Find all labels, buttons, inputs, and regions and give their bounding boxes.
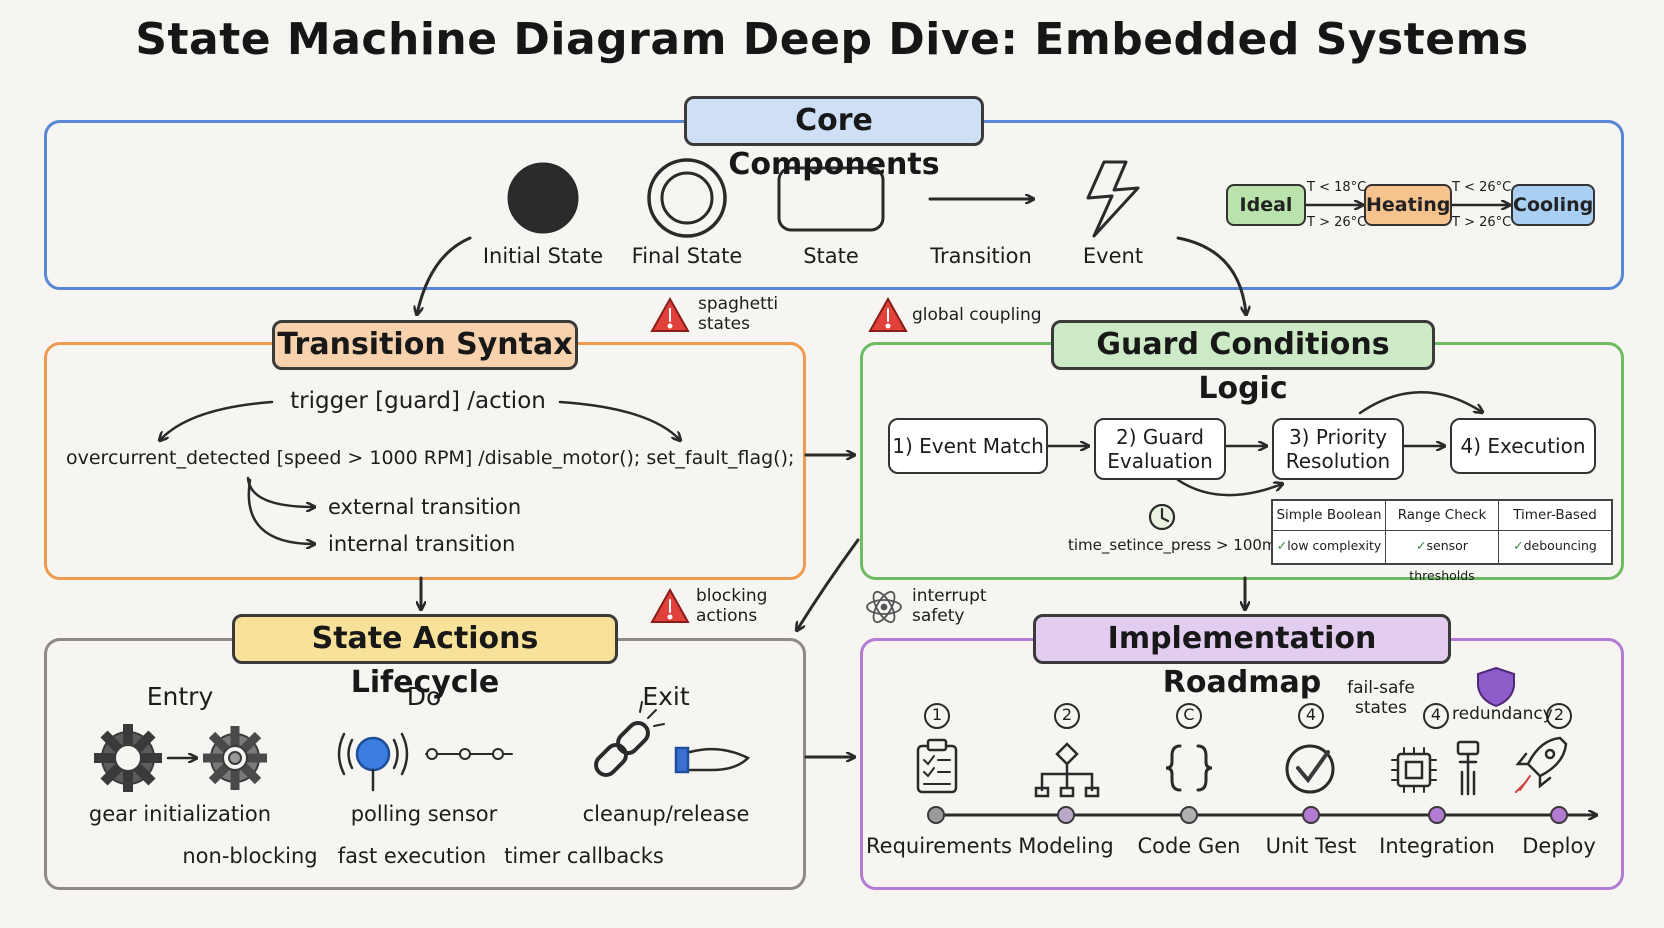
guard-step-execution: 4) Execution — [1450, 418, 1596, 474]
badge-requirements: 1 — [931, 705, 943, 724]
guard-step-event-match: 1) Event Match — [888, 418, 1048, 474]
sensor-icon — [337, 732, 409, 792]
broken-chain-icon — [594, 701, 665, 777]
gear-icon-right — [203, 726, 267, 790]
stage-requirements: Requirements — [866, 834, 1012, 858]
stage-unit-test: Unit Test — [1265, 834, 1357, 858]
transition-label: Transition — [930, 244, 1032, 268]
badge-unit-test: 4 — [1305, 705, 1317, 724]
entry-heading: Entry — [146, 682, 214, 711]
blocking-warning-label: blocking actions — [696, 586, 768, 626]
timeline-nodes — [927, 806, 1568, 824]
internal-transition-label: internal transition — [328, 532, 516, 556]
note-timer-callbacks: timer callbacks — [504, 844, 664, 868]
badge-deploy: 2 — [1553, 705, 1565, 724]
guard-step-priority: 3) Priority Resolution — [1272, 418, 1404, 480]
guard-label-3: T < 26°C — [1452, 180, 1512, 195]
entry-caption: gear initialization — [88, 802, 272, 826]
guard-type-range: Range Check ✓sensor thresholds — [1386, 501, 1499, 583]
initial-state-label: Initial State — [482, 244, 604, 268]
spaghetti-warning-label: spaghetti states — [698, 294, 779, 334]
atom-icon — [866, 590, 902, 624]
stage-modeling: Modeling — [1018, 834, 1114, 858]
shield-icon — [1477, 666, 1515, 708]
guard-label-1: T < 18°C — [1307, 180, 1367, 195]
guard-type-boolean: Simple Boolean ✓low complexity — [1273, 501, 1386, 563]
event-lightning-icon — [1086, 160, 1140, 238]
roadmap-badges — [924, 703, 1572, 729]
state-actions-header: State Actions Lifecycle — [232, 614, 618, 700]
warning-icon-coupling — [868, 296, 908, 332]
guard-type-boolean-note: low complexity — [1287, 538, 1382, 553]
guard-types-table: Simple Boolean ✓low complexity Range Che… — [1271, 499, 1613, 583]
chip-icon — [1391, 747, 1437, 793]
transition-format: trigger [guard] /action — [290, 388, 546, 414]
initial-state-icon — [507, 162, 579, 234]
transition-example-code: overcurrent_detected [speed > 1000 RPM] … — [66, 447, 795, 469]
guard-label-2: T > 26°C — [1307, 215, 1367, 230]
checkmark-circle-icon — [1285, 744, 1335, 794]
code-braces-icon — [1165, 744, 1213, 792]
exit-caption: cleanup/release — [582, 802, 750, 826]
stage-integration: Integration — [1379, 834, 1495, 858]
guard-to-actions-arrow — [797, 538, 860, 630]
connector-plug-icon — [1456, 740, 1480, 796]
failsafe-note: fail-safe states — [1347, 678, 1415, 718]
page-title: State Machine Diagram Deep Dive: Embedde… — [135, 14, 1529, 65]
flowchart-icon — [1034, 742, 1100, 798]
warning-icon-blocking — [650, 587, 690, 623]
ideal-state-box: Ideal — [1226, 184, 1306, 226]
guard-type-timer: Timer-Based ✓debouncing — [1499, 501, 1611, 563]
clock-icon — [1148, 503, 1176, 531]
interrupt-warning-label: interrupt safety — [912, 586, 987, 626]
clipboard-icon — [916, 738, 958, 794]
cooling-state-box: Cooling — [1511, 184, 1595, 226]
stage-deploy: Deploy — [1522, 834, 1596, 858]
badge-integration: 4 — [1430, 705, 1442, 724]
coupling-warning-label: global coupling — [912, 305, 1042, 325]
state-icon — [777, 166, 885, 232]
badge-modeling: 2 — [1061, 705, 1073, 724]
final-state-label: Final State — [631, 244, 743, 268]
timer-guard-label: time_setince_press > 100ms — [1068, 536, 1285, 554]
event-label: Event — [1082, 244, 1144, 268]
do-caption: polling sensor — [350, 802, 498, 826]
guard-type-range-note: sensor thresholds — [1409, 538, 1475, 583]
implementation-roadmap-header: Implementation Roadmap — [1033, 614, 1451, 700]
guard-conditions-header: Guard Conditions Logic — [1051, 320, 1435, 406]
stage-code-gen: Code Gen — [1137, 834, 1241, 858]
guard-step-evaluation: 2) Guard Evaluation — [1094, 418, 1226, 480]
exit-heading: Exit — [642, 682, 690, 711]
release-hand-icon — [674, 746, 751, 774]
core-components-header: Core Components — [684, 96, 984, 182]
state-label: State — [803, 244, 859, 268]
do-heading: Do — [406, 682, 442, 711]
guard-label-4: T > 26°C — [1452, 215, 1512, 230]
heating-state-box: Heating — [1364, 184, 1452, 226]
badge-code-gen: C — [1183, 705, 1195, 724]
redundancy-note: redundancy — [1452, 704, 1553, 724]
core-to-transition-arrow — [417, 236, 472, 314]
gear-icon-left — [94, 724, 162, 792]
transition-syntax-header: Transition Syntax — [272, 320, 578, 370]
warning-icon-spaghetti — [650, 296, 690, 332]
external-transition-label: external transition — [328, 495, 522, 519]
polling-dots-icon — [425, 748, 513, 760]
note-fast-execution: fast execution — [337, 844, 487, 868]
note-non-blocking: non-blocking — [182, 844, 318, 868]
rocket-icon — [1515, 736, 1568, 793]
guard-type-timer-note: debouncing — [1523, 538, 1597, 553]
final-state-icon — [647, 158, 727, 238]
core-to-guard-arrow — [1176, 236, 1246, 314]
